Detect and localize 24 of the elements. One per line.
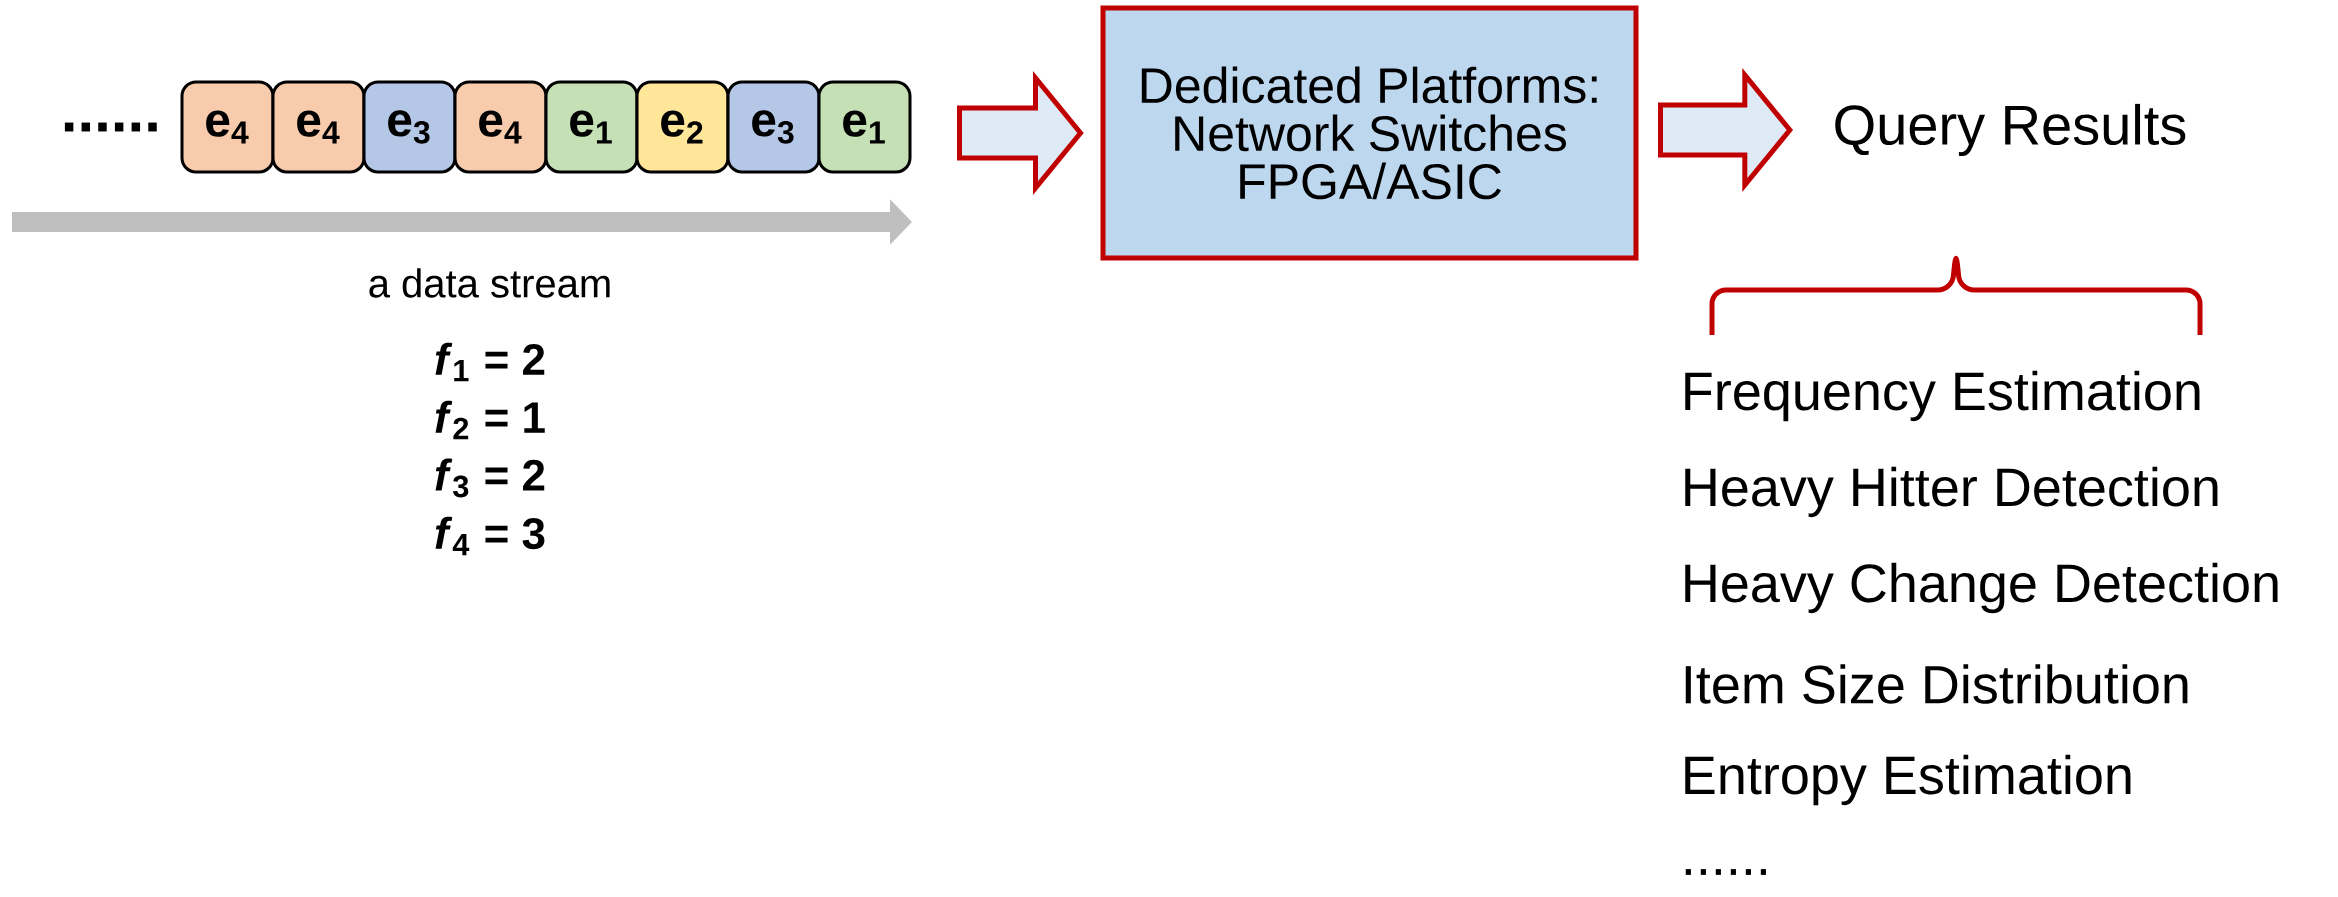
stream-cell: e$_{2}$ — [635, 80, 730, 174]
stream-cell: e$_{1}$ — [544, 80, 639, 174]
platform-box: Dedicated Platforms: Network Switches FPGA/ASIC — [1100, 5, 1639, 261]
list-item: Heavy Change Detection — [1685, 562, 2278, 614]
block-arrow — [957, 71, 1084, 195]
block-arrow — [1658, 68, 1794, 192]
list-item: Item Size Distribution — [1685, 664, 2188, 704]
stream-cell: e$_{1}$ — [817, 80, 912, 174]
formula: f$_{1}$ = 2 — [435, 342, 545, 382]
stream-cell: e$_{3}$ — [362, 80, 457, 174]
caption-text: a data stream — [369, 268, 610, 298]
stream-cell: e$_{4}$ — [271, 80, 366, 174]
result-text: Query Results — [1835, 103, 2186, 157]
list-item: Heavy Hitter Detection — [1685, 466, 2218, 518]
formula: f$_{4}$ = 3 — [435, 516, 545, 556]
formula: f$_{3}$ = 2 — [435, 458, 545, 498]
ellipsis: ...... — [64, 122, 157, 132]
stream-cell: e$_{3}$ — [726, 80, 821, 174]
list-item: Frequency Estimation — [1685, 370, 2200, 422]
ellipsis: ...... — [1685, 869, 1766, 875]
stream-cell: e$_{4}$ — [453, 80, 548, 174]
formula: f$_{2}$ = 1 — [435, 400, 545, 440]
stream-cell: e$_{4}$ — [180, 80, 275, 174]
list-item: Entropy Estimation — [1685, 754, 2131, 806]
